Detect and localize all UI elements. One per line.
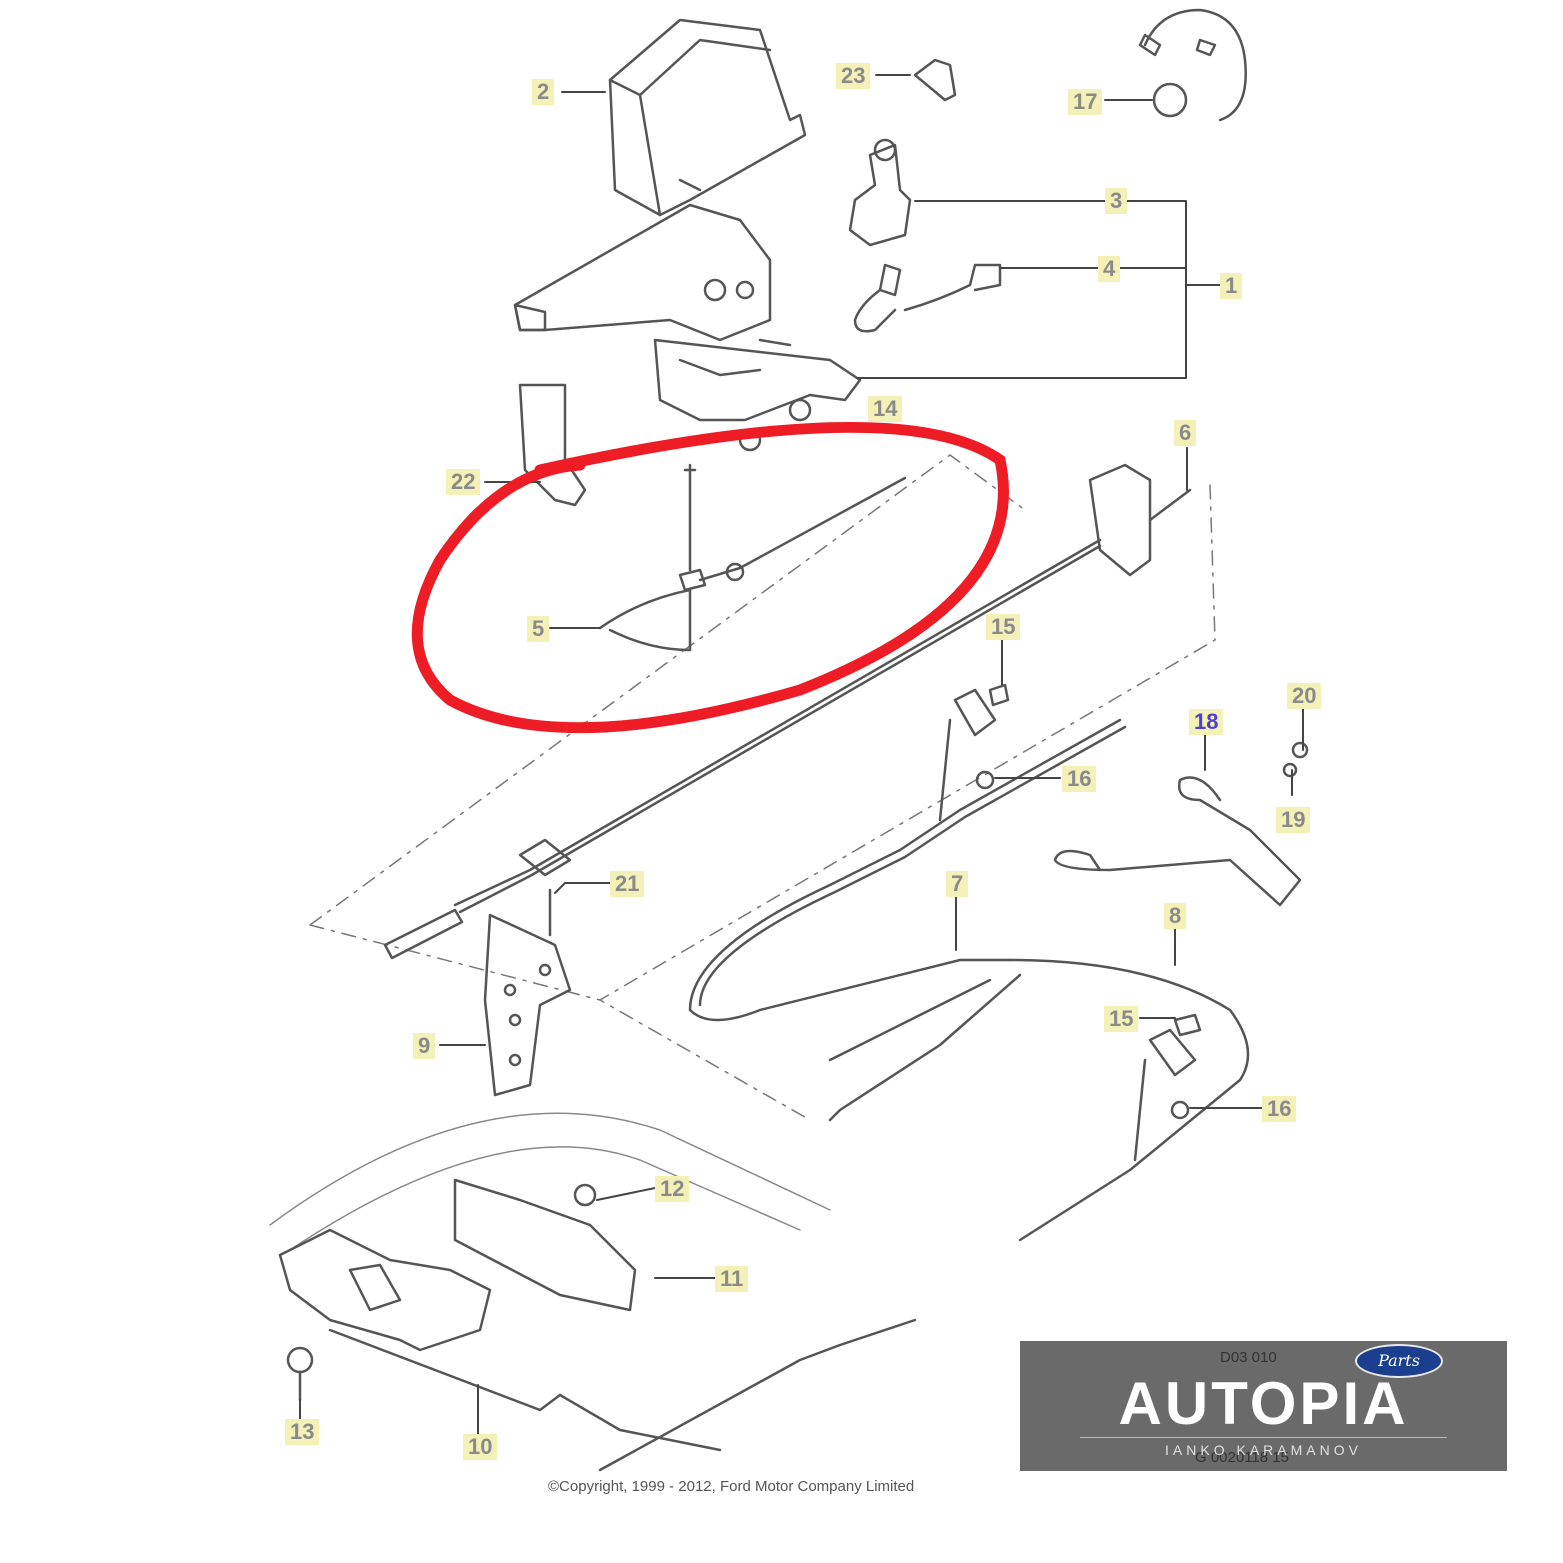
front-cable-part bbox=[598, 463, 907, 652]
callout-17: 17 bbox=[1068, 89, 1103, 115]
callout-4: 4 bbox=[1098, 256, 1121, 282]
brand-watermark: D03 010 G 0020118 15 Parts AUTOPIA IANKO… bbox=[1020, 1341, 1507, 1471]
brand-divider bbox=[1080, 1437, 1447, 1438]
callout-9: 9 bbox=[413, 1033, 436, 1059]
callout-11: 11 bbox=[715, 1266, 749, 1292]
callout-10: 10 bbox=[463, 1434, 498, 1460]
callout-18: 18 bbox=[1189, 709, 1224, 735]
callout-5: 5 bbox=[527, 616, 550, 642]
copyright-notice: ©Copyright, 1999 - 2012, Ford Motor Comp… bbox=[548, 1478, 915, 1495]
callout-14: 14 bbox=[868, 396, 903, 422]
equalizer-bracket-part bbox=[483, 913, 572, 1097]
callout-20: 20 bbox=[1287, 683, 1322, 709]
callout-13: 13 bbox=[285, 1419, 320, 1445]
diagram-code-top: D03 010 bbox=[1220, 1349, 1277, 1366]
callout-6: 6 bbox=[1174, 420, 1197, 446]
callout-19: 19 bbox=[1276, 807, 1311, 833]
brand-name: AUTOPIA bbox=[1118, 1370, 1409, 1437]
callout-12: 12 bbox=[655, 1176, 690, 1202]
callout-21: 21 bbox=[610, 871, 645, 897]
callout-16-lower: 16 bbox=[1262, 1096, 1297, 1122]
bracket-part bbox=[518, 383, 587, 507]
callout-8: 8 bbox=[1164, 903, 1187, 929]
callout-22: 22 bbox=[446, 469, 481, 495]
boot-part bbox=[608, 18, 807, 217]
brand-subtitle: IANKO KARAMANOV bbox=[1165, 1442, 1362, 1458]
spring-clip-part bbox=[1053, 776, 1302, 907]
ford-parts-logo: Parts bbox=[1355, 1344, 1443, 1378]
callout-2: 2 bbox=[532, 79, 555, 105]
long-rod-part bbox=[383, 463, 1192, 960]
lower-assembly bbox=[269, 1112, 917, 1472]
callout-15-lower: 15 bbox=[1104, 1006, 1139, 1032]
assembly-outline bbox=[309, 454, 1216, 1121]
switch-part bbox=[848, 138, 912, 247]
callout-7: 7 bbox=[946, 871, 969, 897]
handbrake-lever bbox=[513, 203, 862, 452]
rear-cable-part bbox=[688, 718, 1250, 1242]
sensor-part bbox=[1138, 8, 1247, 122]
leader-lines bbox=[299, 74, 1304, 1436]
callout-15: 15 bbox=[986, 614, 1021, 640]
wiring-part bbox=[853, 263, 1002, 333]
clip-part bbox=[913, 58, 957, 102]
callout-1: 1 bbox=[1220, 273, 1243, 299]
callout-23: 23 bbox=[836, 63, 871, 89]
small-fasteners bbox=[548, 683, 1309, 1162]
diagram-code-bottom: G 0020118 15 bbox=[1195, 1449, 1289, 1466]
callout-16: 16 bbox=[1062, 766, 1097, 792]
callout-3: 3 bbox=[1105, 188, 1128, 214]
highlight-circle bbox=[411, 421, 1009, 734]
